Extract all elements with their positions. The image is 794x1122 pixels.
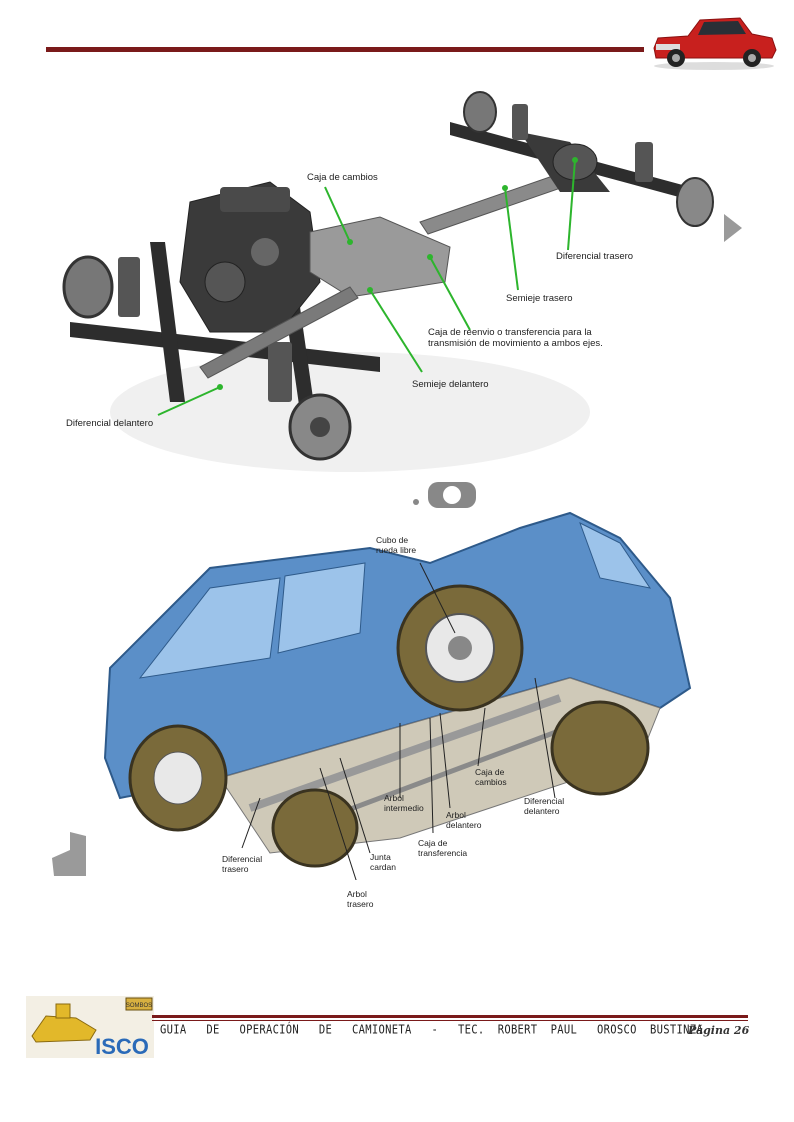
- label-caja-reenvio: Caja de reenvio o transferencia para la …: [428, 327, 603, 349]
- decorative-shape: [413, 482, 476, 508]
- label-caja-transferencia: Caja de transferencia: [418, 838, 468, 858]
- logo-badge-text: ISCO: [95, 1034, 149, 1058]
- label-cubo-rueda: Cubo de rueda libre: [376, 535, 417, 555]
- footer-logo: SOMBOS ISCO: [26, 996, 154, 1058]
- label-semieje-delantero: Semieje delantero: [412, 379, 489, 390]
- label-semieje-trasero: Semieje trasero: [506, 293, 573, 304]
- label-arbol-delantero: Arbol delantero: [446, 810, 482, 830]
- header-truck-image: [653, 17, 777, 70]
- label-diferencial-trasero-2: Diferencial trasero: [222, 854, 263, 874]
- header-rule: [46, 47, 644, 52]
- label-diferencial-delantero-2: Diferencial delantero: [524, 796, 565, 816]
- page-number: Página 26: [688, 1024, 750, 1037]
- drivetrain-diagram: [62, 91, 714, 472]
- footer-rule: [152, 1015, 748, 1018]
- label-caja-cambios-2: Caja de cambios: [475, 767, 507, 787]
- suv-underside-diagram: [103, 511, 692, 880]
- label-diferencial-delantero: Diferencial delantero: [66, 418, 154, 429]
- label-junta-cardan: Junta cardan: [370, 852, 396, 872]
- logo-small-badge: SOMBOS: [126, 1003, 152, 1009]
- footer-rule-thin: [152, 1020, 748, 1021]
- footer-text: GUIA DE OPERACIÓN DE CAMIONETA - TEC. RO…: [160, 1023, 703, 1037]
- label-arbol-trasero: Arbol trasero: [347, 889, 374, 909]
- arrow-right-icon: [724, 214, 742, 242]
- arrow-down-left-icon: [52, 832, 86, 876]
- label-diferencial-trasero: Diferencial trasero: [556, 251, 634, 262]
- label-arbol-intermedio: Arbol intermedio: [384, 793, 424, 813]
- label-caja-cambios: Caja de cambios: [307, 172, 378, 183]
